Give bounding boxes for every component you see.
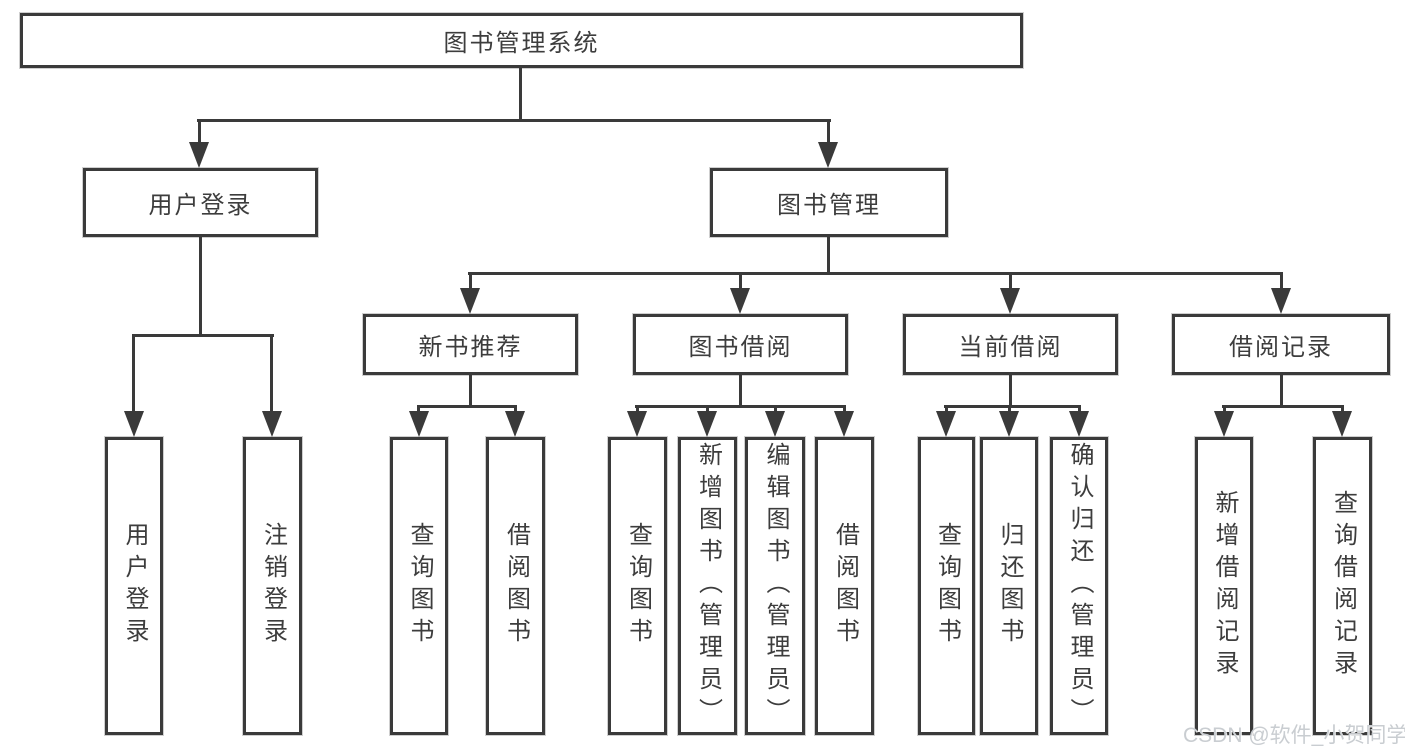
leaf-query-books-borrow-label: 查询图书 bbox=[624, 522, 652, 650]
connector bbox=[1222, 405, 1344, 408]
connector bbox=[944, 405, 1081, 408]
connector bbox=[1223, 405, 1226, 415]
leaf-return-books: 归还图书 bbox=[980, 437, 1038, 735]
connector bbox=[519, 68, 522, 121]
node-book-management: 图书管理 bbox=[710, 168, 948, 237]
connector bbox=[417, 405, 420, 415]
leaf-borrow-books-label: 借阅图书 bbox=[831, 522, 859, 650]
connector bbox=[1341, 405, 1344, 415]
connector bbox=[739, 374, 742, 408]
connector bbox=[945, 405, 948, 415]
leaf-edit-book-admin: 编辑图书（管理员） bbox=[745, 437, 805, 735]
arrowhead-icon bbox=[189, 142, 209, 168]
connector bbox=[739, 272, 742, 290]
leaf-borrow-books: 借阅图书 bbox=[815, 437, 874, 735]
arrowhead-icon bbox=[1332, 411, 1352, 437]
leaf-user-login: 用户登录 bbox=[105, 437, 163, 735]
arrowhead-icon bbox=[999, 411, 1019, 437]
connector bbox=[132, 334, 274, 337]
leaf-query-books-current-label: 查询图书 bbox=[933, 522, 961, 650]
leaf-confirm-return-admin: 确认归还（管理员） bbox=[1050, 437, 1108, 735]
node-borrow-records-label: 借阅记录 bbox=[1229, 334, 1333, 361]
arrowhead-icon bbox=[697, 411, 717, 437]
arrowhead-icon bbox=[1069, 411, 1089, 437]
arrowhead-icon bbox=[627, 411, 647, 437]
leaf-add-book-admin: 新增图书（管理员） bbox=[678, 437, 737, 735]
arrowhead-icon bbox=[730, 288, 750, 314]
node-user-login: 用户登录 bbox=[83, 168, 318, 237]
connector bbox=[132, 334, 135, 414]
arrowhead-icon bbox=[818, 142, 838, 168]
arrowhead-icon bbox=[124, 411, 144, 437]
arrowhead-icon bbox=[1271, 288, 1291, 314]
node-current-borrow: 当前借阅 bbox=[903, 314, 1118, 375]
leaf-add-borrow-record: 新增借阅记录 bbox=[1195, 437, 1253, 735]
leaf-query-borrow-records-label: 查询借阅记录 bbox=[1329, 490, 1357, 682]
node-current-borrow-label: 当前借阅 bbox=[958, 334, 1063, 361]
node-root: 图书管理系统 bbox=[20, 13, 1023, 68]
arrowhead-icon bbox=[834, 411, 854, 437]
node-new-book-recommend: 新书推荐 bbox=[363, 314, 578, 375]
connector bbox=[469, 374, 472, 408]
arrowhead-icon bbox=[936, 411, 956, 437]
node-borrow-records: 借阅记录 bbox=[1172, 314, 1390, 375]
leaf-edit-book-admin-label: 编辑图书（管理员） bbox=[762, 442, 789, 730]
arrowhead-icon bbox=[262, 411, 282, 437]
node-book-borrow: 图书借阅 bbox=[633, 314, 848, 375]
connector bbox=[199, 236, 202, 336]
connector bbox=[1280, 374, 1283, 408]
arrowhead-icon bbox=[409, 411, 429, 437]
connector bbox=[827, 119, 830, 146]
node-root-label: 图书管理系统 bbox=[443, 30, 600, 57]
connector bbox=[270, 334, 273, 414]
leaf-add-borrow-record-label: 新增借阅记录 bbox=[1211, 490, 1238, 682]
csdn-watermark: CSDN @软件_小贺同学 bbox=[1183, 724, 1405, 747]
leaf-logout-label: 注销登录 bbox=[259, 522, 287, 650]
leaf-borrow-books-recommend: 借阅图书 bbox=[486, 437, 545, 735]
connector bbox=[1008, 405, 1011, 415]
leaf-confirm-return-admin-label: 确认归还（管理员） bbox=[1066, 442, 1093, 730]
connector bbox=[469, 272, 472, 290]
connector bbox=[1280, 272, 1283, 290]
arrowhead-icon bbox=[1000, 288, 1020, 314]
arrowhead-icon bbox=[1214, 411, 1234, 437]
node-user-login-label: 用户登录 bbox=[148, 192, 253, 219]
leaf-user-login-label: 用户登录 bbox=[121, 522, 148, 650]
arrowhead-icon bbox=[460, 288, 480, 314]
leaf-add-book-admin-label: 新增图书（管理员） bbox=[694, 442, 722, 730]
leaf-return-books-label: 归还图书 bbox=[996, 522, 1023, 650]
connector bbox=[1078, 405, 1081, 415]
connector bbox=[417, 405, 517, 408]
leaf-query-books-recommend: 查询图书 bbox=[390, 437, 448, 735]
connector bbox=[198, 119, 201, 146]
leaf-borrow-books-recommend-label: 借阅图书 bbox=[502, 522, 530, 650]
node-new-book-recommend-label: 新书推荐 bbox=[418, 334, 523, 361]
leaf-query-books-current: 查询图书 bbox=[918, 437, 975, 735]
connector bbox=[1009, 272, 1012, 290]
connector bbox=[636, 405, 639, 415]
leaf-query-borrow-records: 查询借阅记录 bbox=[1313, 437, 1372, 735]
connector bbox=[1009, 374, 1012, 408]
connector bbox=[706, 405, 709, 415]
connector bbox=[827, 236, 830, 275]
node-book-borrow-label: 图书借阅 bbox=[688, 334, 793, 361]
node-book-management-label: 图书管理 bbox=[777, 192, 881, 219]
arrowhead-icon bbox=[765, 411, 785, 437]
connector bbox=[774, 405, 777, 415]
leaf-query-books-recommend-label: 查询图书 bbox=[406, 522, 433, 650]
connector bbox=[197, 119, 831, 122]
leaf-query-books-borrow: 查询图书 bbox=[608, 437, 667, 735]
connector bbox=[514, 405, 517, 415]
leaf-logout: 注销登录 bbox=[243, 437, 302, 735]
connector bbox=[635, 405, 846, 408]
connector bbox=[843, 405, 846, 415]
connector bbox=[468, 272, 1283, 275]
arrowhead-icon bbox=[505, 411, 525, 437]
